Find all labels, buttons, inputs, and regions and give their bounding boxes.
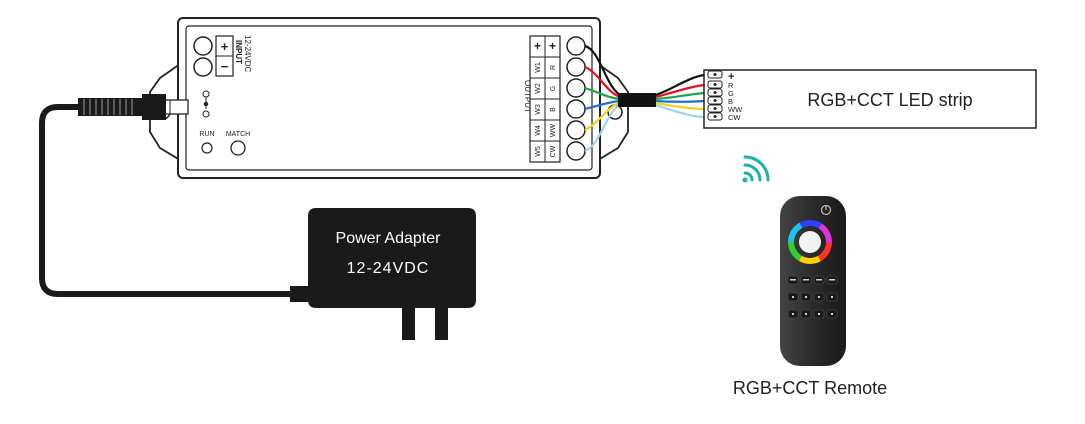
dc-plug-body (142, 94, 166, 120)
adapter-prong-left (402, 308, 415, 340)
adapter-cable-boot (290, 286, 308, 302)
remote (780, 196, 846, 366)
output-channel-name: CW (550, 145, 557, 157)
input-terminal-plus (193, 36, 213, 56)
run-led (201, 142, 213, 154)
match-button[interactable] (230, 140, 246, 156)
power-adapter-title: Power Adapter (336, 230, 442, 247)
output-channel-id: W1 (535, 62, 542, 73)
output-terminal (566, 57, 586, 77)
output-channel-name: R (550, 65, 557, 70)
output-label: OUTPUT (523, 80, 532, 113)
power-adapter-voltage: 12-24VDC (347, 260, 430, 277)
strip-pin-label: R (728, 81, 734, 90)
output-channel-id: W4 (535, 125, 542, 136)
output-channel-id: W3 (535, 104, 542, 115)
led-strip-body (703, 69, 1037, 129)
output-channel-id: W5 (535, 146, 542, 157)
led-strip-title: RGB+CCT LED strip (807, 90, 972, 110)
output-channel-name: + (549, 39, 556, 53)
wireless-signal-icon (742, 155, 770, 183)
adapter-prong-right (435, 308, 448, 340)
power-cable (39, 104, 292, 297)
input-plus-label: + (221, 39, 229, 54)
input-terminal-minus (193, 57, 213, 77)
controller: + − INPUT 12-24VDC RUN MATCH OUTPUT + (149, 17, 629, 179)
match-label: MATCH (226, 131, 250, 138)
strip-pin-label: B (728, 97, 733, 106)
output-channel-name: G (550, 86, 557, 91)
strip-pin-label: WW (728, 105, 743, 114)
strip-pin-label: G (728, 89, 734, 98)
cable-sleeve (618, 93, 656, 107)
output-terminal (566, 141, 586, 161)
strip-pin-label: CW (728, 113, 741, 122)
output-channel-name: B (550, 107, 557, 112)
dc-plug-tip (163, 99, 189, 115)
input-voltage-label: 12-24VDC (243, 35, 252, 73)
power-adapter: Power Adapter 12-24VDC (308, 208, 476, 340)
output-channel-id: + (534, 39, 541, 53)
input-minus-label: − (221, 59, 229, 74)
dc-plug (78, 94, 189, 120)
power-adapter-body (308, 208, 476, 308)
output-terminal (566, 99, 586, 119)
color-wheel-center[interactable] (799, 231, 821, 253)
strip-pin-label: + (728, 71, 734, 83)
output-terminal (566, 120, 586, 140)
run-label: RUN (199, 131, 214, 138)
output-channel-name: WW (550, 124, 557, 138)
led-strip: RGB+CCT LED strip + R G B WW CW (703, 69, 1037, 129)
controller-body (177, 17, 601, 179)
controller-face (185, 25, 593, 171)
input-label: INPUT (234, 40, 243, 64)
output-table: + + W1 R W2 G W3 B W4 WW W5 CW (529, 35, 561, 163)
output-terminal (566, 36, 586, 56)
dc-plug-grip (78, 98, 144, 116)
output-channel-id: W2 (535, 83, 542, 94)
remote-caption: RGB+CCT Remote (733, 378, 887, 398)
output-terminal (566, 78, 586, 98)
polarity-symbol-icon (202, 90, 210, 118)
